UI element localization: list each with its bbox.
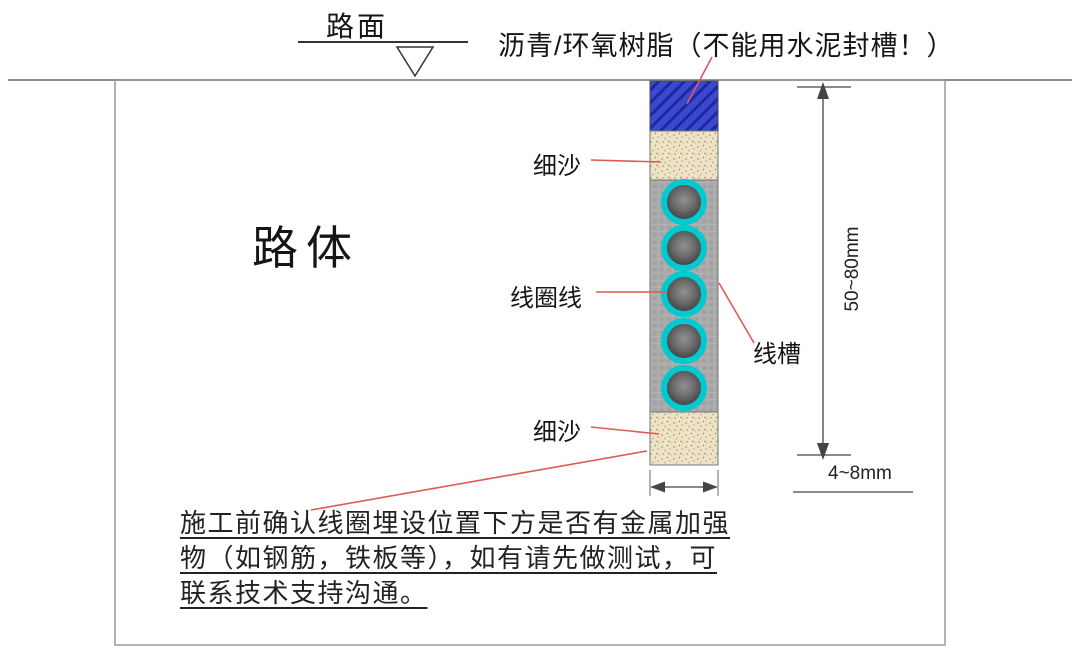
wire-slot-label: 线槽 [753, 341, 801, 368]
coil-wire-label: 线圈线 [510, 285, 582, 312]
road-surface-label: 路面 [326, 11, 389, 42]
leader-sand-bottom [590, 426, 660, 435]
surface-level-triangle-icon [395, 46, 435, 78]
road-body-outline [114, 79, 946, 646]
coil-wire-circle [661, 179, 707, 225]
sand-layer-top [649, 130, 719, 181]
coil-wire-circle [661, 318, 707, 364]
depth-dimension [797, 82, 851, 460]
construction-warning: 施工前确认线圈埋设位置下方是否有金属加强 物（如钢筋，铁板等），如有请先做测试，… [180, 506, 730, 611]
leader-sand-top [590, 159, 662, 163]
width-dimension [649, 470, 913, 496]
depth-dimension-label: 50~80mm [842, 226, 863, 312]
fine-sand-top-label: 细沙 [533, 153, 581, 180]
seal-layer [649, 80, 719, 132]
fine-sand-bottom-label: 细沙 [533, 419, 581, 446]
warning-line-1: 施工前确认线圈埋设位置下方是否有金属加强 [180, 508, 731, 538]
seal-material-note: 沥青/环氧树脂（不能用水泥封槽！） [498, 31, 955, 61]
sand-layer-bottom [649, 411, 719, 466]
leader-seal-note [686, 56, 713, 105]
coil-wire-circle [661, 225, 707, 271]
leader-warning [310, 450, 648, 511]
warning-line-2: 物（如钢筋，铁板等），如有请先做测试，可 [180, 543, 718, 573]
coil-wire-circle [661, 365, 707, 411]
leader-lines [310, 56, 755, 511]
coil-wires [661, 179, 707, 411]
road-body-label: 路体 [252, 222, 360, 274]
warning-line-3: 联系技术支持沟通。 [180, 578, 428, 608]
leader-wire-slot [718, 282, 755, 344]
coil-wire-circle [661, 271, 707, 317]
width-dimension-label: 4~8mm [828, 463, 892, 484]
